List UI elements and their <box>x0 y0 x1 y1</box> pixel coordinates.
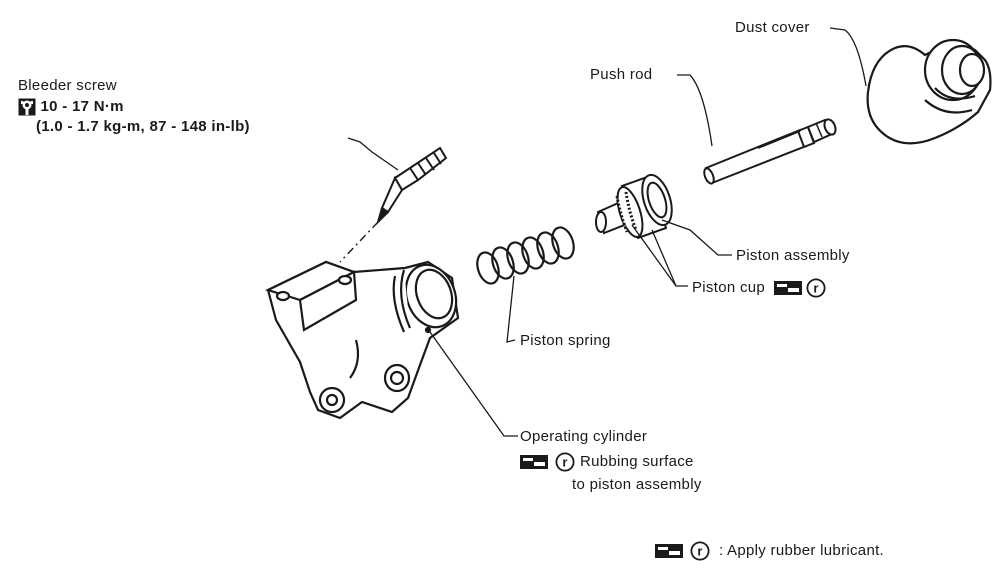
bleeder-centerline <box>339 221 379 263</box>
rubber-lubricant-icon <box>520 455 548 469</box>
leader-operating-cylinder <box>429 331 518 437</box>
circled-r-icon: r <box>555 452 575 472</box>
rubbing-surface-line1: Rubbing surface <box>579 452 694 470</box>
svg-text:r: r <box>563 455 568 470</box>
push-rod-label: Push rod <box>590 66 653 83</box>
push-rod-part <box>703 118 837 185</box>
piston-spring-part <box>476 226 575 285</box>
dust-cover-part <box>866 38 992 145</box>
rubber-lubricant-icon <box>655 544 683 558</box>
torque-alt-text: (1.0 - 1.7 kg-m, 87 - 148 in-lb) <box>36 118 250 135</box>
leader-piston-assembly <box>661 219 732 256</box>
operating-cylinder-part <box>265 260 460 420</box>
leader-lines <box>347 27 867 437</box>
leader-dust-cover <box>829 27 867 87</box>
rubbing-surface-row: r Rubbing surface <box>520 452 694 472</box>
leader-bleeder-screw <box>347 137 399 171</box>
leader-piston-spring <box>506 275 516 343</box>
piston-cup-label: Piston cup <box>692 278 766 296</box>
rubbing-surface-line2: to piston assembly <box>572 476 702 493</box>
circled-r-icon: r <box>690 541 710 561</box>
torque-wrench-icon <box>18 98 36 116</box>
piston-assembly-label: Piston assembly <box>736 247 850 264</box>
leader-push-rod <box>677 74 713 147</box>
circled-r-icon: r <box>806 278 826 298</box>
piston-assembly-part <box>595 173 673 240</box>
bleeder-screw-label: Bleeder screw <box>18 77 117 94</box>
leader-piston-cup-b <box>651 229 677 287</box>
legend-text: : Apply rubber lubricant. <box>718 541 885 559</box>
torque-nm-text: 10 - 17 N·m <box>40 98 124 115</box>
rubber-lubricant-icon <box>773 281 802 295</box>
svg-text:r: r <box>813 281 818 296</box>
svg-text:r: r <box>698 544 703 559</box>
legend-row: r : Apply rubber lubricant. <box>655 541 884 561</box>
bleeder-screw-part <box>375 146 448 226</box>
piston-cup-row: Piston cup r <box>692 278 826 298</box>
operating-cylinder-label: Operating cylinder <box>520 428 648 445</box>
torque-spec-row: 10 - 17 N·m <box>18 98 124 116</box>
piston-spring-label: Piston spring <box>520 332 611 349</box>
dust-cover-label: Dust cover <box>735 19 810 36</box>
